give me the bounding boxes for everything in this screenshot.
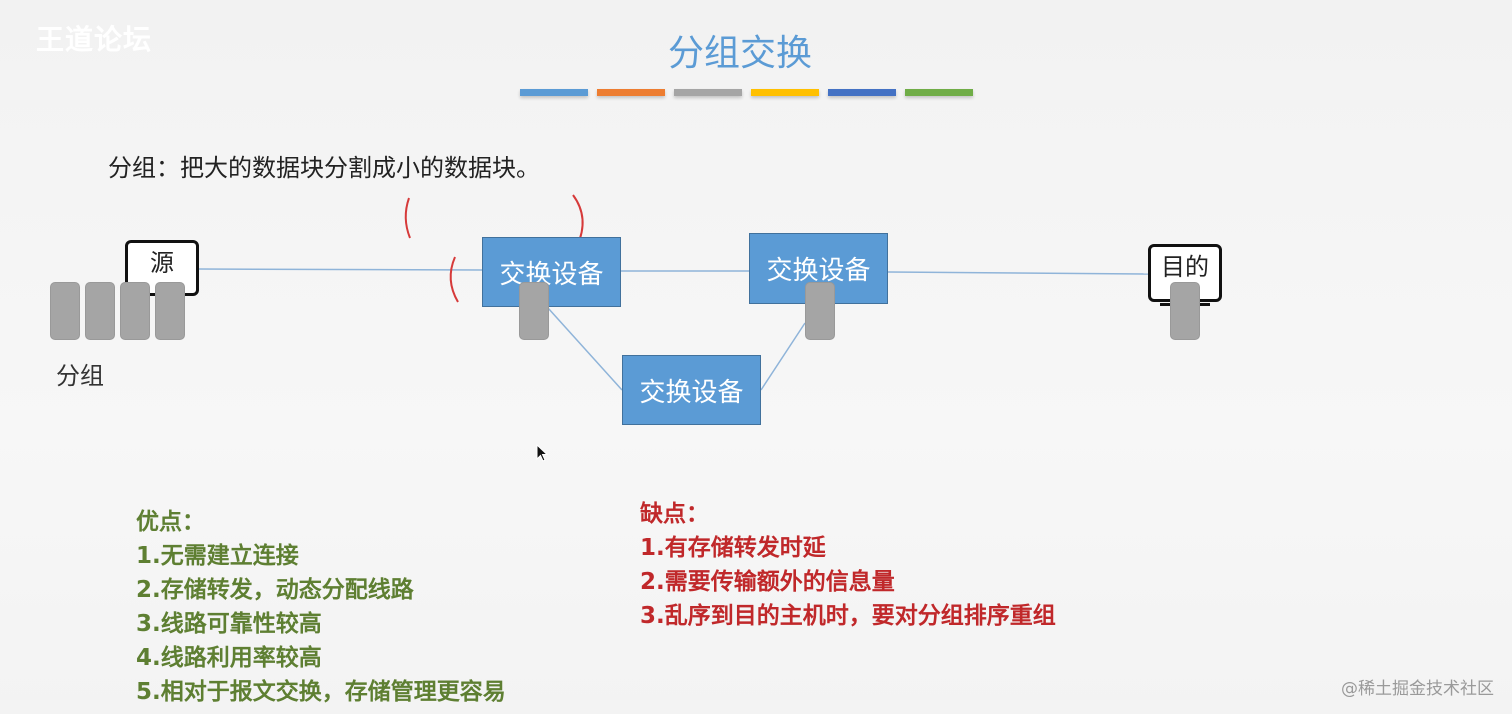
switch-device-1: 交换设备 — [482, 237, 621, 307]
link-switch1-switch3 — [547, 307, 623, 391]
list-item: 1.无需建立连接 — [136, 543, 299, 569]
list-item: 4.线路利用率较高 — [136, 645, 322, 671]
list-item: 3.线路可靠性较高 — [136, 611, 322, 637]
accent-stripe — [828, 89, 896, 96]
accent-stripe — [520, 89, 588, 96]
switch-label: 交换设备 — [499, 259, 604, 290]
annotation-bracket — [404, 197, 411, 239]
advantages-list: 优点： 1.无需建立连接 2.存储转发，动态分配线路 3.线路可靠性较高 4.线… — [136, 505, 506, 709]
packet — [155, 282, 185, 340]
switch-label: 交换设备 — [766, 256, 871, 286]
switch-label: 交换设备 — [639, 377, 744, 408]
source-label: 源 — [150, 249, 174, 277]
link-switch3-switch2 — [760, 322, 806, 391]
annotation-bracket — [449, 256, 459, 303]
packets-label: 分组 — [56, 362, 104, 390]
packet — [1170, 282, 1200, 340]
packet — [805, 282, 835, 340]
list-item: 2.存储转发，动态分配线路 — [136, 577, 414, 603]
accent-stripe — [597, 89, 665, 96]
disadvantages-heading: 缺点： — [640, 501, 709, 527]
definition-text: 分组：把大的数据块分割成小的数据块。 — [108, 154, 540, 182]
list-item: 2.需要传输额外的信息量 — [640, 569, 895, 595]
disadvantages-list: 缺点： 1.有存储转发时延 2.需要传输额外的信息量 3.乱序到目的主机时，要对… — [640, 497, 1056, 633]
list-item: 5.相对于报文交换，存储管理更容易 — [136, 679, 506, 705]
switch-device-3: 交换设备 — [622, 355, 761, 425]
accent-stripe — [674, 89, 742, 96]
mouse-cursor-icon — [536, 444, 549, 462]
accent-stripe — [751, 89, 819, 96]
packet — [519, 282, 549, 340]
accent-stripe — [905, 89, 973, 96]
advantages-heading: 优点： — [136, 509, 205, 535]
list-item: 3.乱序到目的主机时，要对分组排序重组 — [640, 603, 1056, 629]
packet — [120, 282, 150, 340]
link-switch2-destination — [887, 271, 1149, 275]
slide-title-text: 分组交换 — [668, 33, 813, 74]
list-item: 1.有存储转发时延 — [640, 535, 826, 561]
link-source-switch1 — [197, 268, 483, 271]
watermark-logo: 王道论坛 — [36, 23, 153, 56]
packet — [50, 282, 80, 340]
destination-label: 目的 — [1161, 253, 1209, 281]
source-credit: @稀土掘金技术社区 — [1341, 679, 1494, 699]
packet — [85, 282, 115, 340]
